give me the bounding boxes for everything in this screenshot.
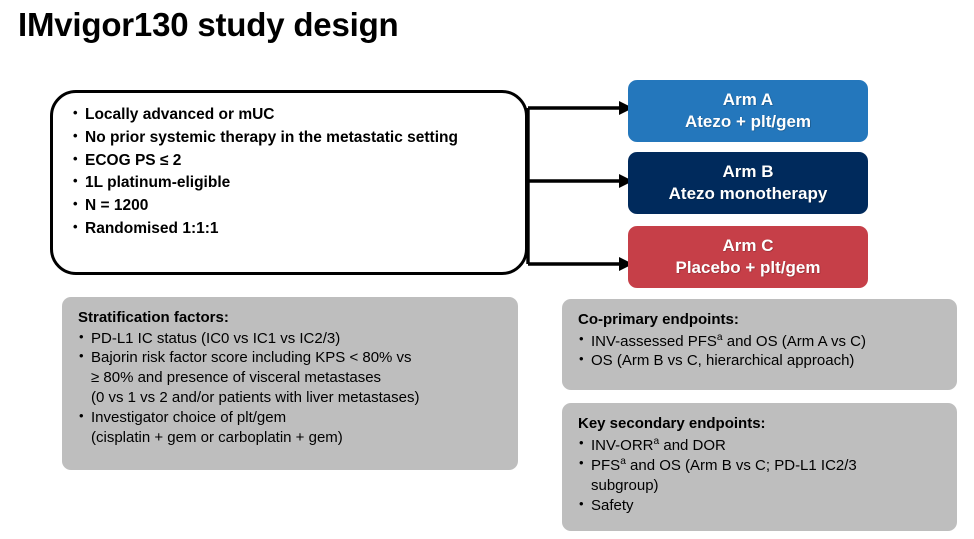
footnote-marker: a (653, 435, 660, 447)
arm-b-treatment: Atezo monotherapy (668, 184, 828, 203)
arm-b-name: Arm B (722, 162, 774, 182)
arm-c-treatment: Placebo + plt/gem (675, 258, 821, 277)
randomisation-arrows (526, 101, 633, 271)
footnote-marker: a (716, 331, 723, 343)
list-item: Safety (578, 495, 947, 516)
list-item-continuation: (cisplatin + gem or carboplatin + gem) (91, 429, 343, 447)
list-item: Locally advanced or mUC (73, 103, 511, 127)
arm-a-name: Arm A (722, 90, 774, 110)
eligibility-criteria-list: Locally advanced or mUC No prior systemi… (53, 93, 525, 241)
list-item: No prior systemic therapy in the metasta… (73, 126, 511, 150)
arm-a-box[interactable]: Arm A Atezo + plt/gem (628, 80, 868, 142)
list-item: INV-ORRa and DOR (578, 434, 947, 456)
arm-c-box[interactable]: Arm C Placebo + plt/gem (628, 226, 868, 288)
list-item: ECOG PS ≤ 2 (73, 149, 511, 173)
secondary-endpoints-panel: Key secondary endpoints: INV-ORRa and DO… (562, 403, 957, 531)
coprimary-endpoints-panel: Co-primary endpoints: INV-assessed PFSa … (562, 299, 957, 390)
coprimary-item1-pre: INV-assessed PFS (591, 332, 717, 350)
secondary-list: INV-ORRa and DOR PFSa and OS (Arm B vs C… (578, 434, 947, 517)
coprimary-heading: Co-primary endpoints: (578, 311, 739, 328)
list-item-continuation: subgroup) (591, 477, 659, 495)
arm-a-treatment: Atezo + plt/gem (684, 112, 812, 131)
list-item: Bajorin risk factor score including KPS … (78, 347, 508, 368)
list-item: PD-L1 IC status (IC0 vs IC1 vs IC2/3) (78, 328, 508, 349)
secondary-item2-pre: PFS (591, 457, 621, 475)
list-item: PFSa and OS (Arm B vs C; PD-L1 IC2/3 (578, 454, 947, 476)
stratification-heading: Stratification factors: (78, 309, 229, 326)
secondary-item2-post: and OS (Arm B vs C; PD-L1 IC2/3 (625, 457, 857, 475)
secondary-heading: Key secondary endpoints: (578, 415, 766, 432)
arm-c-name: Arm C (722, 236, 774, 256)
list-item-continuation: (0 vs 1 vs 2 and/or patients with liver … (91, 389, 420, 407)
secondary-item1-pre: INV-ORR (591, 436, 654, 454)
coprimary-list: INV-assessed PFSa and OS (Arm A vs C) OS… (578, 330, 947, 372)
footnote-marker: a (620, 456, 626, 468)
arm-b-box[interactable]: Arm B Atezo monotherapy (628, 152, 868, 214)
secondary-item1-post: and DOR (659, 436, 726, 454)
coprimary-item1-post: and OS (Arm A vs C) (722, 332, 866, 350)
page-title: IMvigor130 study design (18, 6, 399, 43)
list-item-continuation: ≥ 80% and presence of visceral metastase… (91, 369, 382, 387)
stratification-list: PD-L1 IC status (IC0 vs IC1 vs IC2/3) Ba… (78, 328, 508, 449)
stratification-factors-panel: Stratification factors: PD-L1 IC status … (62, 297, 518, 470)
list-item: INV-assessed PFSa and OS (Arm A vs C) (578, 330, 947, 352)
list-item: OS (Arm B vs C, hierarchical approach) (578, 350, 947, 371)
list-item: Investigator choice of plt/gem (78, 407, 508, 428)
list-item: Randomised 1:1:1 (73, 217, 511, 241)
list-item: 1L platinum-eligible (73, 171, 511, 195)
list-item: N = 1200 (73, 194, 511, 218)
eligibility-criteria-box: Locally advanced or mUC No prior systemi… (50, 90, 528, 275)
